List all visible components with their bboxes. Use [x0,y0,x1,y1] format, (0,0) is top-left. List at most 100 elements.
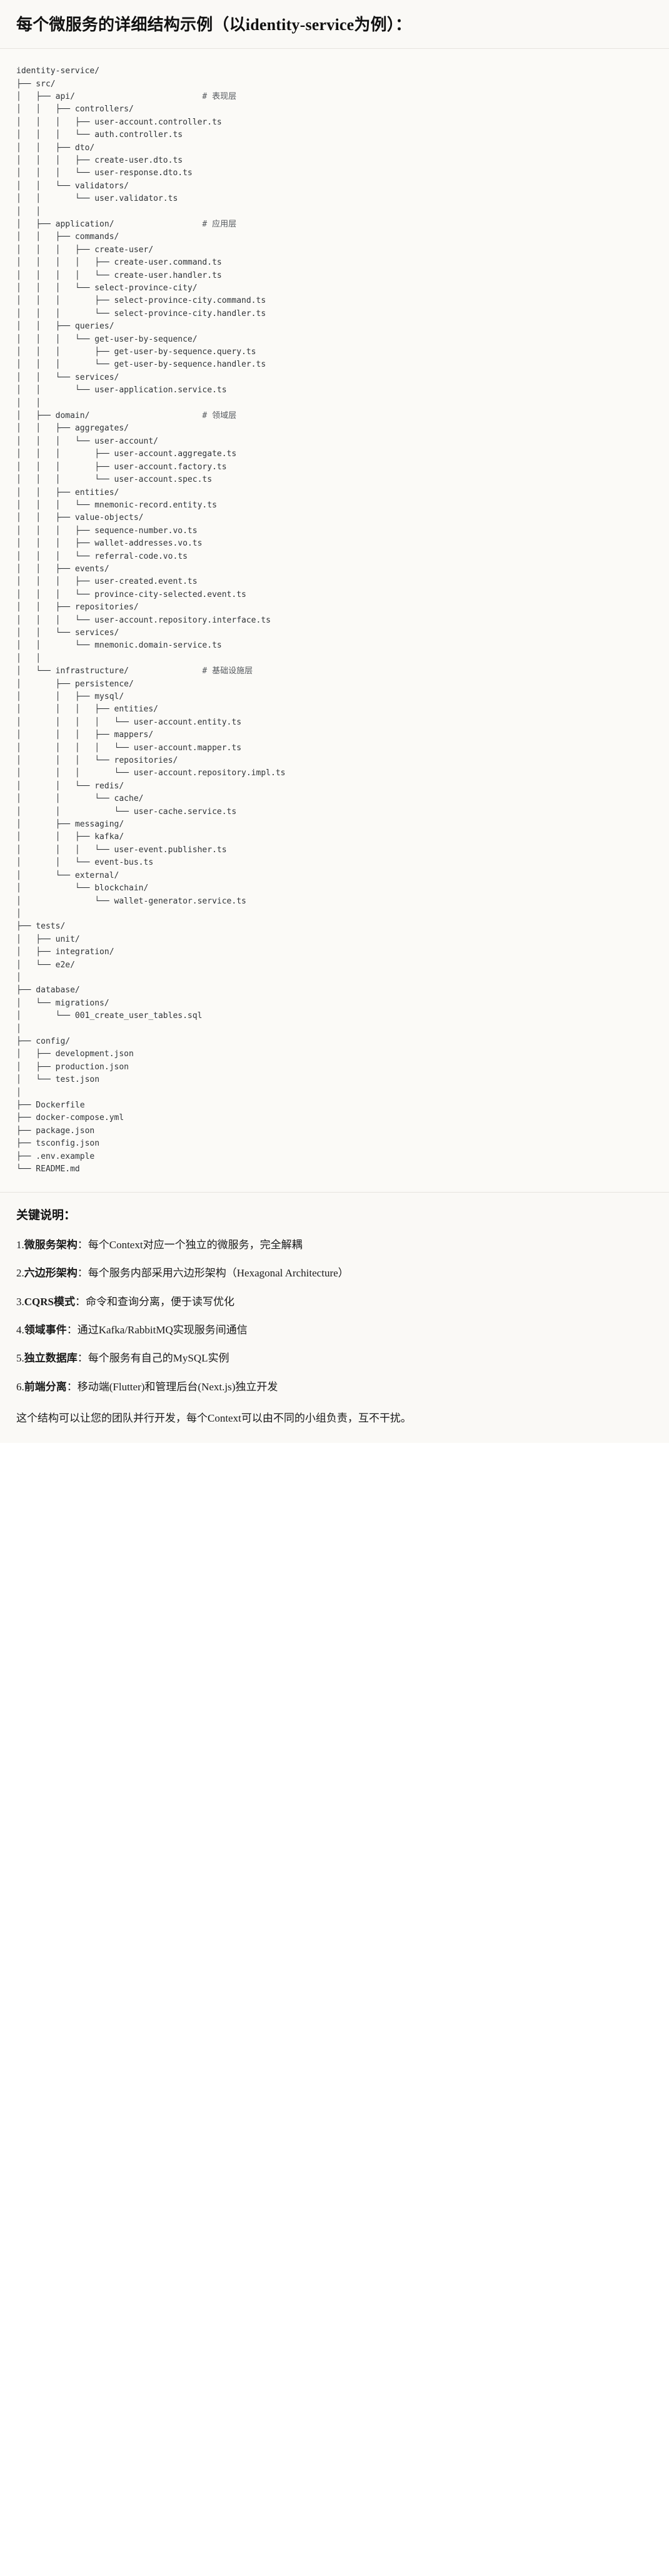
tree-line: │ │ │ │ └── user-account.entity.ts [16,717,242,727]
tree-line: │ │ ├── entities/ [16,487,119,497]
tree-line: ├── docker-compose.yml [16,1113,124,1123]
tree-line: ├── package.json [16,1126,95,1136]
tree-layer-comment: # 应用层 [202,219,237,229]
tree-line: │ │ │ ├── create-user/ [16,245,154,255]
page-title: 每个微服务的详细结构示例（以identity-service为例）： [16,16,412,34]
tree-line: │ ├── api/ # 表现层 [16,91,237,101]
tree-line: │ │ │ ├── user-created.event.ts [16,577,198,587]
tree-line: │ └── migrations/ [16,998,109,1008]
key-point-term: CQRS模式 [24,1295,75,1308]
tree-line: │ │ ├── kafka/ [16,832,124,842]
tree-line: │ │ │ ├── select-province-city.command.t… [16,296,266,306]
key-point-term: 领域事件 [24,1324,67,1336]
tree-line: │ │ │ └── get-user-by-sequence/ [16,334,198,344]
tree-line: │ │ │ ├── user-account.factory.ts [16,462,227,472]
tree-line: │ ├── integration/ [16,947,114,957]
tree-line: │ │ ├── value-objects/ [16,513,144,523]
tree-line: ├── database/ [16,985,80,995]
tree-layer-comment: # 领域层 [202,411,237,421]
tree-line: │ │ ├── dto/ [16,143,95,153]
tree-line: ├── config/ [16,1036,71,1046]
key-point-description: ：移动端(Flutter)和管理后台(Next.js)独立开发 [66,1380,278,1393]
tree-line: │ │ └── event-bus.ts [16,858,154,868]
tree-line: │ │ ├── mysql/ [16,692,124,701]
tree-line: │ │ │ ├── wallet-addresses.vo.ts [16,539,203,549]
tree-line: │ │ │ ├── sequence-number.vo.ts [16,526,198,536]
key-points-title: 关键说明： [16,1209,76,1223]
page-root: 每个微服务的详细结构示例（以identity-service为例）： ident… [0,0,669,1443]
header-section: 每个微服务的详细结构示例（以identity-service为例）： [0,0,669,49]
tree-line: │ │ │ └── select-province-city.handler.t… [16,308,266,318]
tree-line: │ │ └── validators/ [16,181,129,191]
tree-line: │ [16,972,21,982]
tree-line: │ ├── production.json [16,1062,129,1072]
tree-line: │ └── e2e/ [16,960,75,970]
key-point-description: ：每个服务内部采用六边形架构（Hexagonal Architecture） [77,1267,349,1280]
tree-line: │ │ │ └── user-response.dto.ts [16,168,193,178]
tree-line: │ │ │ └── get-user-by-sequence.handler.t… [16,360,266,370]
key-point-description: ：每个Context对应一个独立的微服务，完全解耦 [77,1239,303,1251]
key-point-item: 4.领域事件：通过Kafka/RabbitMQ实现服务间通信 [16,1322,653,1338]
tree-line: │ └── blockchain/ [16,883,149,893]
tree-line: │ │ │ └── repositories/ [16,756,178,766]
key-point-index: 1. [16,1239,24,1251]
tree-line: ├── tsconfig.json [16,1139,100,1149]
tree-line: │ │ ├── queries/ [16,322,114,332]
key-point-item: 5.独立数据库：每个服务有自己的MySQL实例 [16,1350,653,1367]
tree-line: │ │ │ └── province-city-selected.event.t… [16,589,246,599]
key-point-description: ：命令和查询分离，便于读写优化 [74,1295,234,1308]
tree-line: │ │ ├── commands/ [16,232,119,242]
key-point-index: 5. [16,1352,24,1365]
tree-line: │ └── test.json [16,1075,100,1085]
tree-line: │ │ │ ├── user-account.controller.ts [16,117,222,127]
tree-line: │ │ │ │ ├── create-user.command.ts [16,258,222,268]
tree-line: │ │ └── services/ [16,628,119,638]
tree-line: │ ├── messaging/ [16,820,124,830]
key-point-term: 微服务架构 [24,1239,78,1251]
tree-line: │ │ └── redis/ [16,781,124,791]
tree-layer-comment: # 基础设施层 [202,666,253,676]
tree-line: ├── .env.example [16,1151,95,1161]
tree-line: │ │ └── user.validator.ts [16,194,178,204]
key-point-item: 1.微服务架构：每个Context对应一个独立的微服务，完全解耦 [16,1237,653,1253]
key-point-index: 6. [16,1380,24,1393]
tree-line: └── README.md [16,1164,80,1174]
tree-line: │ [16,1087,21,1097]
key-point-term: 六边形架构 [24,1267,78,1280]
tree-line: │ │ │ └── user-account.spec.ts [16,475,213,485]
tree-line: │ │ ├── aggregates/ [16,424,129,434]
tree-line: │ │ └── user-cache.service.ts [16,807,237,817]
directory-tree: identity-service/ ├── src/ │ ├── api/ # 表现… [16,65,653,1176]
tree-line: ├── tests/ [16,922,66,932]
key-point-description: ：每个服务有自己的MySQL实例 [77,1352,229,1365]
key-points-footer: 这个结构可以让您的团队并行开发，每个Context可以由不同的小组负责，互不干扰… [16,1412,411,1425]
tree-line: │ │ │ └── user-event.publisher.ts [16,845,227,855]
key-points-section: 关键说明： 1.微服务架构：每个Context对应一个独立的微服务，完全解耦 2.… [0,1193,669,1443]
tree-line: │ │ │ ├── create-user.dto.ts [16,155,183,165]
tree-line: │ │ │ └── user-account/ [16,436,158,446]
tree-line: identity-service/ [16,66,100,76]
key-point-index: 3. [16,1295,24,1308]
tree-line: │ └── 001_create_user_tables.sql [16,1011,203,1021]
tree-line: │ │ │ ├── user-account.aggregate.ts [16,449,237,459]
key-point-index: 2. [16,1267,24,1280]
tree-line: │ └── external/ [16,870,119,880]
tree-line: │ │ │ └── select-province-city/ [16,283,198,293]
tree-line: │ │ │ └── user-account.repository.interf… [16,615,271,625]
tree-line: │ └── infrastructure/ # 基础设施层 [16,666,253,676]
key-point-item: 3.CQRS模式：命令和查询分离，便于读写优化 [16,1294,653,1310]
tree-line: │ │ │ ├── entities/ [16,705,158,715]
tree-line: │ │ └── services/ [16,372,119,382]
tree-line: │ │ │ │ └── create-user.handler.ts [16,270,222,280]
key-point-item: 2.六边形架构：每个服务内部采用六边形架构（Hexagonal Architec… [16,1265,653,1281]
tree-line: │ │ ├── controllers/ [16,104,134,115]
tree-line: │ ├── persistence/ [16,679,134,689]
tree-line: │ │ └── cache/ [16,794,144,804]
key-point-term: 前端分离 [24,1380,67,1393]
tree-line: │ │ │ ├── get-user-by-sequence.query.ts [16,347,256,357]
tree-line: │ ├── development.json [16,1049,134,1059]
key-point-item: 6.前端分离：移动端(Flutter)和管理后台(Next.js)独立开发 [16,1379,653,1395]
tree-line: ├── src/ [16,79,56,89]
tree-line: │ │ │ └── auth.controller.ts [16,130,183,140]
